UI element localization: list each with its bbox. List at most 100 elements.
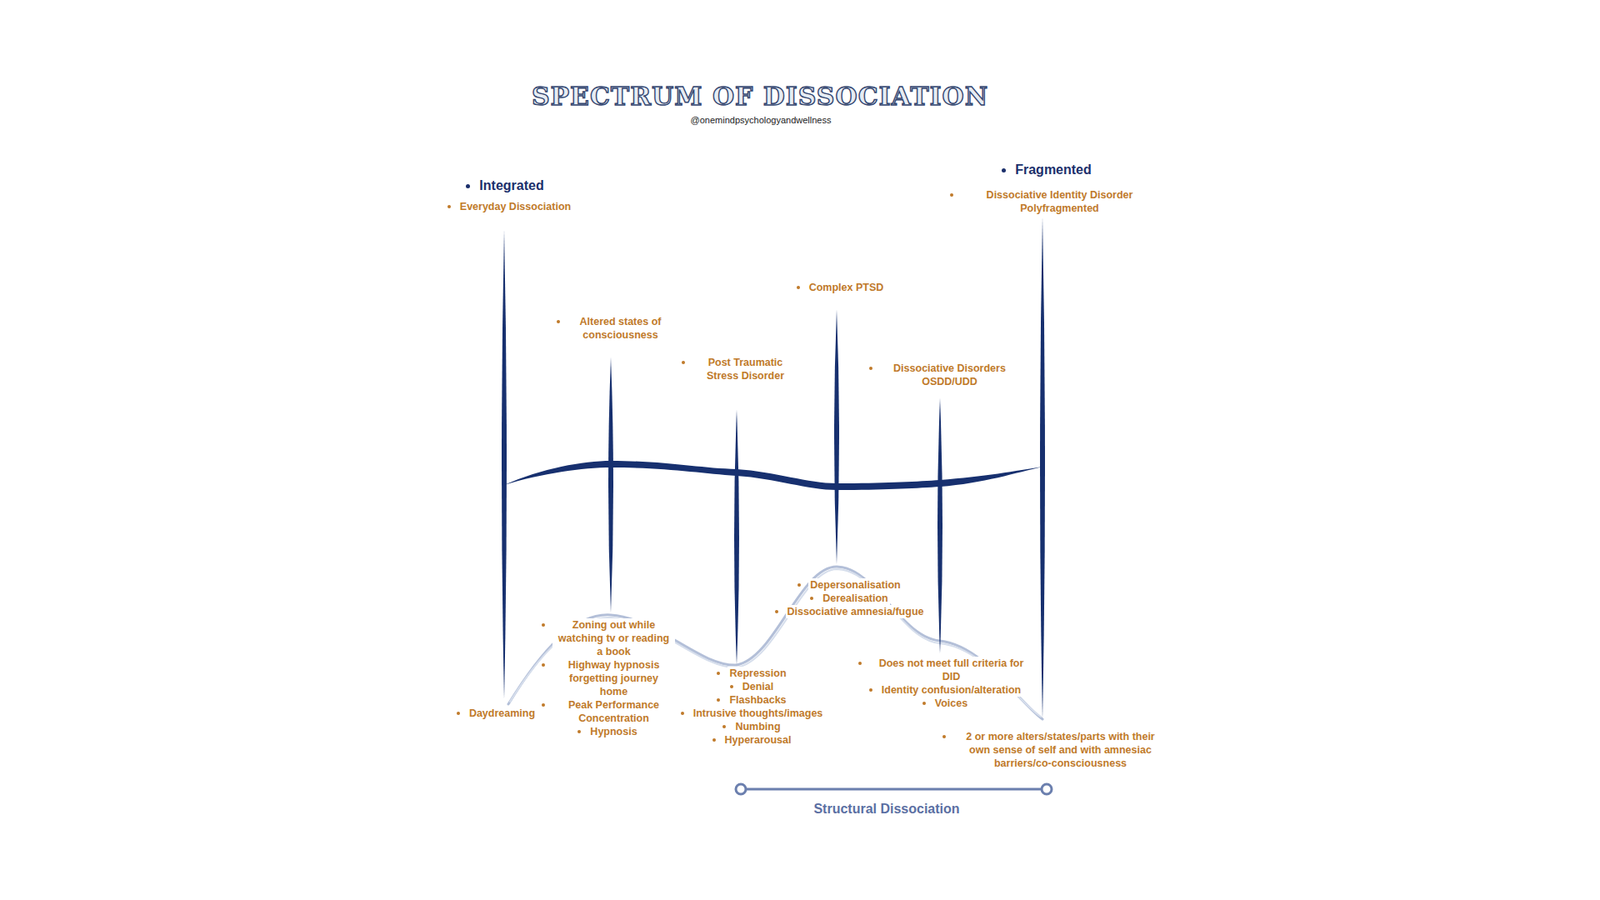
label-group: Daydreaming [455, 706, 539, 720]
symptom-item: Daydreaming [467, 706, 537, 720]
list-item: Depersonalisation [797, 578, 902, 592]
list-item: Daydreaming [456, 706, 537, 720]
list-item: Hypnosis [577, 725, 639, 739]
spectrum-label: Post Traumatic Stress Disorder [692, 355, 799, 383]
list-item: 2 or more alters/states/parts with their… [942, 730, 1168, 770]
list-item: Peak Performance Concentration [541, 698, 675, 725]
spindle-line [834, 309, 840, 565]
list-item: @onemindpsychologyandwellness [689, 114, 834, 126]
bullet-dot [541, 663, 545, 667]
bullet-dot [722, 725, 726, 729]
spindle-line [1040, 217, 1045, 720]
list-item: Dissociative amnesia/fugue [775, 605, 926, 619]
bullet-dot [950, 193, 954, 197]
list-item: Numbing [722, 720, 782, 734]
symptom-item: Denial [740, 680, 776, 694]
list-item: Everyday Dissociation [447, 200, 573, 214]
label-group: 2 or more alters/states/parts with their… [942, 730, 1168, 770]
list-item: Does not meet full criteria for DID [858, 656, 1034, 684]
bullet-dot [681, 360, 685, 365]
list-item: Voices [922, 696, 970, 710]
symptom-item: Voices [933, 696, 970, 710]
spectrum-label: Dissociative Disorders OSDD/UDD [880, 361, 1020, 389]
bar-end [735, 784, 746, 795]
list-item: Flashbacks [716, 693, 788, 707]
symptom-item: Dissociative amnesia/fugue [785, 605, 926, 619]
bullet-dot [858, 661, 862, 665]
credit-text: @onemindpsychologyandwellness [689, 114, 834, 126]
spectrum-label: Dissociative Identity Disorder Polyfragm… [960, 188, 1159, 215]
list-item: Complex PTSD [796, 280, 886, 295]
label-group: @onemindpsychologyandwellness [627, 114, 895, 126]
list-item: Altered states of consciousness [556, 315, 674, 342]
spectrum-label: Altered states of consciousness [567, 315, 674, 342]
brush-stroke [510, 569, 1041, 717]
spectrum-lines [501, 217, 1045, 720]
bullet-dot [922, 701, 926, 705]
list-item: Highway hypnosis forgetting journey home [541, 658, 675, 699]
spindle-line [501, 230, 507, 700]
list-item: Zoning out while watching tv or reading … [541, 618, 675, 659]
symptom-item: Numbing [733, 720, 782, 734]
label-group: DepersonalisationDerealisationDissociati… [754, 578, 946, 619]
symptom-item: Repression [727, 666, 788, 680]
bullet-dot [541, 703, 545, 707]
symptom-item: 2 or more alters/states/parts with their… [953, 730, 1168, 770]
list-item: Post Traumatic Stress Disorder [681, 355, 799, 383]
bullet-dot [942, 735, 946, 739]
label-group: Zoning out while watching tv or reading … [541, 618, 675, 739]
brush-curve [508, 566, 1043, 720]
range-label: Structural Dissociation [811, 800, 961, 818]
symptom-item: Identity confusion/alteration [880, 683, 1023, 697]
label-group: Structural Dissociation [761, 800, 1012, 818]
bullet-dot [869, 366, 873, 370]
structural-bar [735, 784, 1052, 795]
bullet-dot [465, 184, 470, 189]
label-group: Post Traumatic Stress Disorder [681, 355, 799, 383]
end-heading: Integrated [477, 177, 545, 195]
bullet-dot [716, 671, 720, 675]
symptom-item: Peak Performance Concentration [552, 698, 675, 725]
list-item: Dissociative Disorders OSDD/UDD [869, 361, 1020, 389]
label-group: Dissociative Identity Disorder Polyfragm… [950, 188, 1159, 215]
label-group: Dissociative Disorders OSDD/UDD [869, 361, 1020, 389]
spindle-line [734, 410, 740, 665]
bullet-dot [716, 698, 720, 702]
spectrum-label: Everyday Dissociation [458, 200, 573, 214]
bullet-dot [775, 610, 779, 614]
bullet-dot [797, 583, 801, 587]
bullet-dot [556, 320, 560, 324]
label-group: Does not meet full criteria for DIDIdent… [858, 656, 1034, 710]
label-group: Altered states of consciousness [556, 315, 674, 342]
bar-line [745, 788, 1042, 791]
list-item: Structural Dissociation [811, 800, 961, 818]
bullet-dot [730, 685, 734, 689]
bullet-dot [541, 623, 545, 627]
label-group: RepressionDenialFlashbacksIntrusive thou… [675, 666, 830, 747]
symptom-item: Hypnosis [588, 725, 639, 739]
symptom-item: Highway hypnosis forgetting journey home [552, 658, 675, 699]
bullet-dot [447, 205, 451, 209]
symptom-item: Flashbacks [727, 693, 788, 707]
spindle-line [937, 398, 943, 654]
brush-stroke [508, 566, 1043, 720]
bullet-dot [712, 738, 716, 742]
list-item: Intrusive thoughts/images [680, 706, 825, 720]
bullet-dot [810, 596, 814, 600]
list-item: Hyperarousal [712, 733, 794, 747]
list-item: Repression [716, 666, 788, 680]
bullet-dot [1001, 168, 1006, 173]
list-item: Derealisation [810, 591, 890, 605]
list-item: Fragmented [1001, 161, 1094, 179]
spectrum-label: Complex PTSD [807, 280, 886, 295]
label-group: Integrated [422, 177, 590, 195]
bullet-dot [680, 711, 685, 715]
label-group: Everyday Dissociation [418, 200, 602, 214]
bullet-dot [456, 711, 460, 715]
bullet-dot [577, 730, 581, 734]
symptom-item: Does not meet full criteria for DID [869, 656, 1034, 684]
bar-end [1041, 784, 1052, 795]
end-heading: Fragmented [1013, 161, 1094, 179]
list-item: Identity confusion/alteration [869, 683, 1023, 697]
symptom-item: Hyperarousal [723, 733, 794, 747]
